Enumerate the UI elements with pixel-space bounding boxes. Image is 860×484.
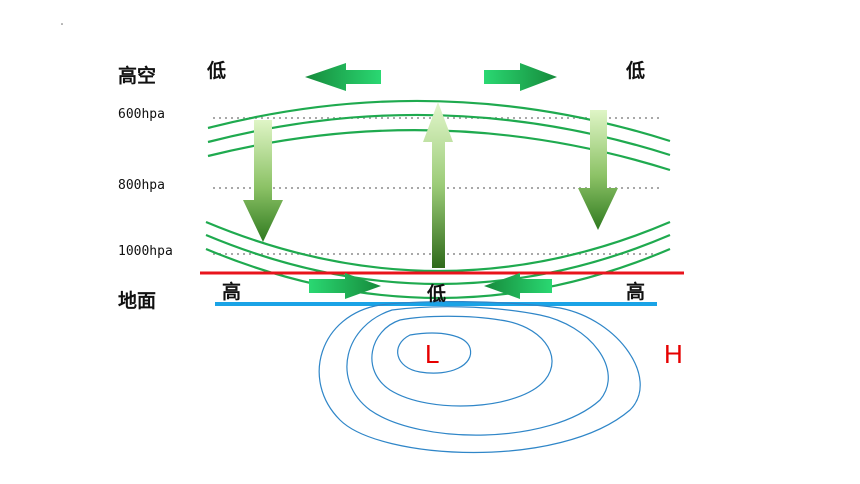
contour-3 bbox=[346, 306, 609, 436]
low-center-label: L bbox=[425, 339, 439, 369]
surface-label: 地面 bbox=[118, 289, 156, 312]
upper-air-label: 高空 bbox=[118, 64, 156, 87]
contour-1 bbox=[397, 332, 472, 374]
level-1000-label: 1000hpa bbox=[118, 244, 173, 259]
arrow-up-icon bbox=[423, 102, 453, 268]
corner-dot bbox=[61, 23, 63, 25]
upper-isobar-1 bbox=[207, 99, 671, 143]
level-600-label: 600hpa bbox=[118, 107, 165, 122]
lower-isobar-1 bbox=[205, 220, 671, 273]
arrow-right-icon bbox=[309, 273, 381, 299]
high-outer-label: H bbox=[664, 339, 683, 369]
surface-left-high-label: 高 bbox=[222, 280, 241, 303]
arrow-left-icon bbox=[305, 63, 381, 91]
arrow-down-icon bbox=[578, 110, 618, 230]
contour-outer bbox=[318, 300, 641, 453]
arrow-right-icon bbox=[484, 63, 557, 91]
arrow-down-icon bbox=[243, 120, 283, 242]
surface-center-low-label: 低 bbox=[426, 282, 446, 305]
surface-right-high-label: 高 bbox=[626, 280, 645, 303]
level-800-label: 800hpa bbox=[118, 178, 165, 193]
surface-isobar-map bbox=[318, 300, 641, 453]
arrow-left-icon bbox=[484, 273, 552, 299]
lower-isobar-2 bbox=[205, 233, 671, 286]
upper-right-low-label: 低 bbox=[625, 59, 645, 82]
upper-left-low-label: 低 bbox=[206, 59, 226, 82]
contour-2 bbox=[371, 315, 553, 407]
